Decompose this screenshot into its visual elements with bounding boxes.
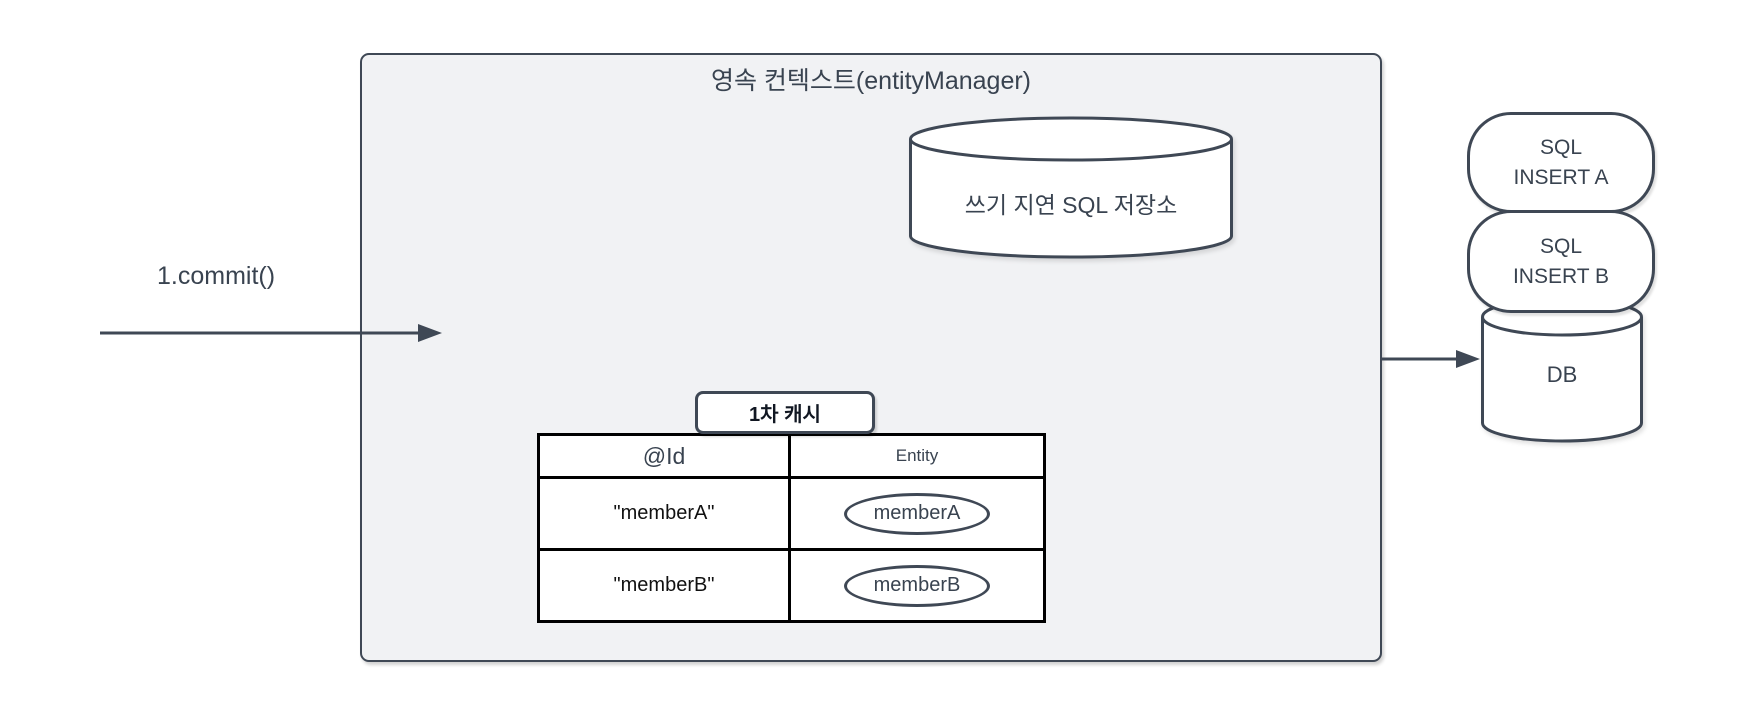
column-header-id: @Id: [537, 433, 791, 479]
sql-insert-b-shape: SQL INSERT B: [1467, 210, 1655, 313]
sql-insert-b-line2: INSERT B: [1512, 264, 1610, 288]
table-header-row: @Id Entity: [537, 433, 1046, 479]
db-label: DB: [1546, 362, 1578, 387]
persistence-context-title: 영속 컨텍스트(entityManager): [710, 67, 1032, 95]
table-row: "memberA" memberA: [537, 476, 1046, 551]
flush-arrow: [1380, 350, 1480, 368]
db-cylinder: [1481, 297, 1643, 443]
commit-arrow: [100, 324, 442, 342]
entity-ellipse: memberB: [844, 564, 990, 607]
first-level-cache-table: @Id Entity "memberA" memberA "memberB" m…: [537, 433, 1046, 623]
commit-arrow-label: 1.commit(): [157, 262, 276, 290]
flush-arrowhead-icon: [1456, 350, 1480, 368]
entity-label: memberA: [873, 502, 961, 524]
sql-insert-a-shape: SQL INSERT A: [1467, 112, 1655, 213]
cylinder-top: [909, 116, 1233, 162]
id-cell: "memberB": [537, 548, 791, 623]
entity-ellipse: memberA: [844, 492, 990, 535]
entity-cell: memberB: [788, 548, 1046, 623]
sql-insert-a-line2: INSERT A: [1513, 165, 1609, 189]
cylinder-body: [1481, 317, 1643, 443]
column-header-entity: Entity: [788, 433, 1046, 479]
write-behind-sql-store-cylinder: [909, 116, 1233, 259]
table-row: "memberB" memberB: [537, 548, 1046, 623]
cylinder-body: [909, 139, 1233, 259]
sql-insert-a-line1: SQL: [1539, 135, 1583, 159]
sql-insert-b-line1: SQL: [1539, 234, 1583, 258]
commit-arrowhead-icon: [418, 324, 442, 342]
entity-cell: memberA: [788, 476, 1046, 551]
write-behind-sql-store-label: 쓰기 지연 SQL 저장소: [964, 192, 1178, 218]
id-cell: "memberA": [537, 476, 791, 551]
entity-label: memberB: [873, 574, 961, 596]
first-level-cache-tab: 1차 캐시: [695, 391, 875, 434]
